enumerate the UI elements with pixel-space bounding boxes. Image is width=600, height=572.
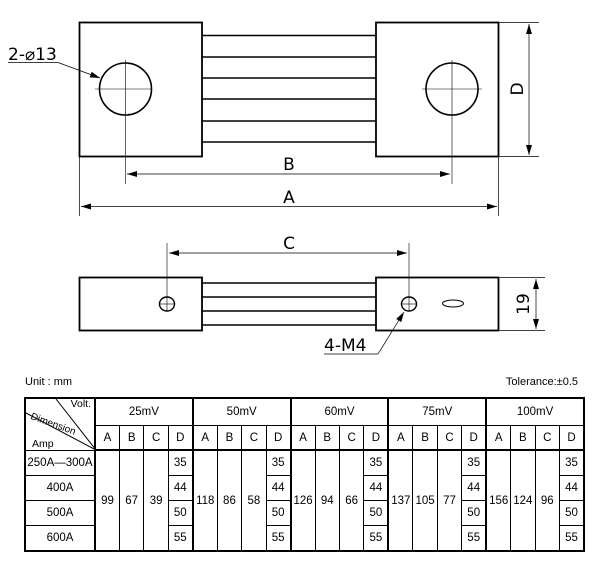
dim-d-cell: 55	[558, 525, 585, 552]
column-header-a: A	[94, 425, 120, 451]
column-header-b: B	[118, 425, 145, 451]
tolerance-note: Tolerance:±0.5	[505, 376, 578, 388]
column-header-b: B	[510, 425, 536, 451]
dim-c-cell: 39	[143, 449, 169, 552]
voltage-header: 75mV	[387, 397, 487, 426]
dimension-lines	[8, 22, 539, 216]
brand-logo-icon	[442, 299, 464, 308]
corner-diagonals	[26, 399, 93, 449]
column-header-b: B	[216, 425, 243, 451]
amp-cell: 400A	[24, 475, 96, 501]
amp-cell: 250A—300A	[24, 449, 96, 476]
side-view	[78, 243, 545, 355]
dim-b-cell: 86	[216, 449, 243, 552]
dim-a-cell: 118	[191, 449, 218, 552]
shunt-strips	[202, 34, 376, 143]
dim-d-cell: 35	[167, 449, 194, 476]
left-terminal-block	[78, 21, 203, 158]
voltage-header: 60mV	[289, 397, 389, 426]
dim-d-cell: 50	[363, 500, 389, 526]
right-side-block	[375, 276, 500, 332]
dim-a-cell: 156	[485, 449, 512, 552]
dim-d-cell: 55	[461, 525, 487, 552]
centerlines	[95, 60, 482, 184]
column-header-a: A	[485, 425, 512, 451]
column-header-a: A	[191, 425, 218, 451]
table-row: 600A 55 55 55 55 55	[24, 525, 585, 552]
dim-b-cell: 94	[314, 449, 340, 552]
dim-d-cell: 50	[167, 500, 194, 526]
dim-c-cell: 58	[241, 449, 267, 552]
dimension-b-label: B	[283, 155, 295, 175]
dim-d-cell: 50	[265, 500, 292, 526]
dim-b-cell: 124	[510, 449, 536, 552]
dim-d-cell: 35	[363, 449, 389, 476]
column-header-c: C	[241, 425, 267, 451]
side-strips	[202, 282, 376, 326]
hole-spec-label: 2-⌀13	[8, 45, 57, 65]
corner-volt-label: Volt.	[70, 398, 91, 410]
dim-b-cell: 105	[412, 449, 438, 552]
dim-a-cell: 126	[289, 449, 316, 552]
right-terminal-block	[375, 21, 500, 158]
dim-b-cell: 67	[118, 449, 145, 552]
column-header-c: C	[436, 425, 463, 451]
dim-d-cell: 44	[461, 475, 487, 501]
corner-amp-label: Amp	[32, 437, 54, 450]
dim-a-cell: 137	[387, 449, 414, 552]
column-header-d: D	[265, 425, 292, 451]
dim-d-cell: 50	[461, 500, 487, 526]
left-screw-hole	[158, 243, 176, 312]
dim-d-cell: 44	[265, 475, 292, 501]
voltage-header: 50mV	[191, 397, 292, 426]
dim-d-cell: 44	[167, 475, 194, 501]
header-corner-cell: Volt. Dimension Amp	[24, 397, 96, 451]
thickness-label: 19	[514, 293, 534, 315]
top-view	[8, 21, 539, 216]
dim-d-cell: 35	[461, 449, 487, 476]
dim-d-cell: 44	[363, 475, 389, 501]
dimension-d-label: D	[508, 82, 528, 95]
column-header-a: A	[387, 425, 414, 451]
column-header-d: D	[558, 425, 585, 451]
table-row: 400A 44 44 44 44 44	[24, 475, 585, 501]
dimension-c-label: C	[283, 234, 295, 254]
right-screw-hole	[400, 243, 418, 312]
column-header-b: B	[314, 425, 340, 451]
column-header-d: D	[363, 425, 389, 451]
dim-d-cell: 55	[265, 525, 292, 552]
table-row: 500A 50 50 50 50 50	[24, 500, 585, 526]
column-header-a: A	[289, 425, 316, 451]
column-header-c: C	[143, 425, 169, 451]
dim-c-cell: 77	[436, 449, 463, 552]
left-side-block	[78, 276, 203, 332]
column-header-b: B	[412, 425, 438, 451]
unit-note: Unit : mm	[25, 376, 73, 388]
dim-d-cell: 44	[558, 475, 585, 501]
column-header-d: D	[167, 425, 194, 451]
dim-c-cell: 66	[338, 449, 365, 552]
dimension-a-label: A	[283, 188, 295, 208]
dim-d-cell: 55	[167, 525, 194, 552]
voltage-header: 25mV	[94, 397, 194, 426]
column-header-c: C	[338, 425, 365, 451]
dim-d-cell: 35	[558, 449, 585, 476]
side-dimension-lines	[169, 250, 545, 355]
voltage-header: 100mV	[485, 397, 585, 426]
amp-cell: 600A	[24, 525, 96, 552]
amp-cell: 500A	[24, 500, 96, 526]
dim-d-cell: 35	[265, 449, 292, 476]
dim-d-cell: 50	[558, 500, 585, 526]
dim-c-cell: 96	[534, 449, 561, 552]
thread-spec-label: 4-M4	[324, 336, 366, 356]
column-header-d: D	[461, 425, 487, 451]
column-header-c: C	[534, 425, 561, 451]
dim-a-cell: 99	[94, 449, 120, 552]
dim-d-cell: 55	[363, 525, 389, 552]
